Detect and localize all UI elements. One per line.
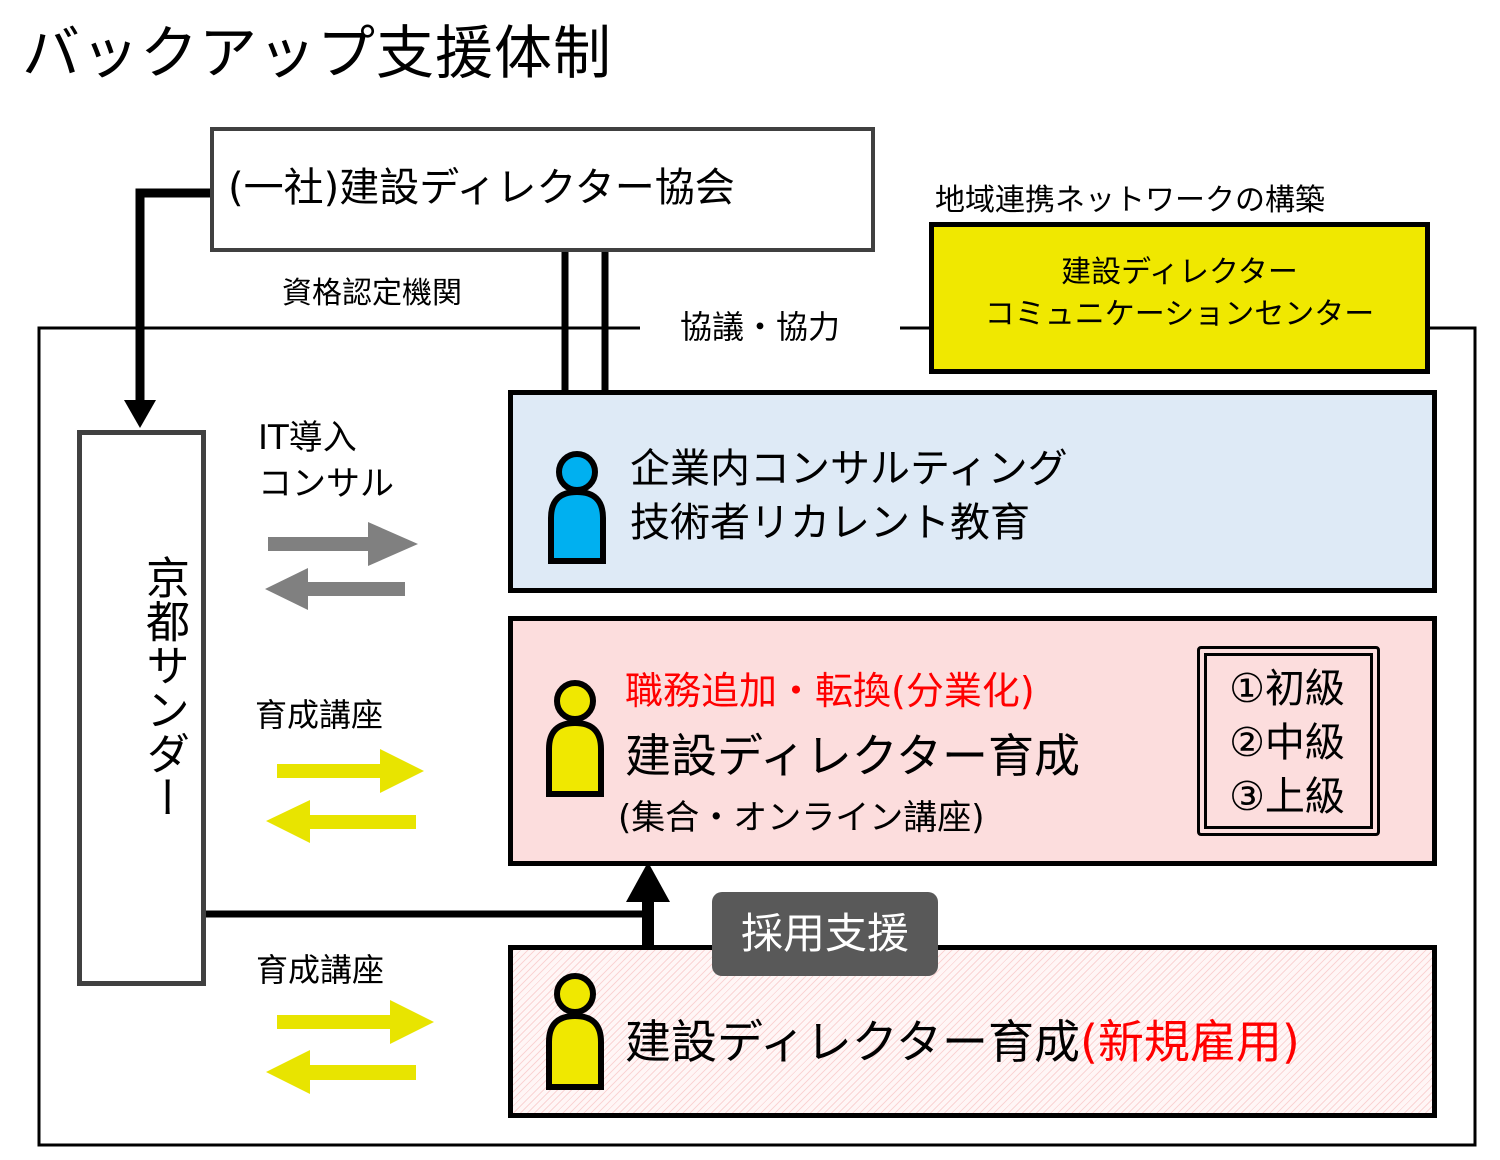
level-item: ③上級 [1229, 774, 1345, 820]
program-role-shift-text: 職務追加・転換(分業化) [625, 669, 1035, 713]
arrow-up-icon [626, 862, 670, 902]
person-icon-yellow [546, 680, 604, 797]
person-icon-yellow [546, 973, 604, 1090]
arrow-left-yellow-icon [266, 800, 416, 843]
association-to-provider-line [135, 188, 212, 400]
level-item: ②中級 [1229, 720, 1345, 766]
certification-label: 資格認定機関 [282, 276, 462, 311]
provider-box [77, 430, 206, 986]
communication-center-line1: 建設ディレクター [1061, 255, 1298, 290]
association-box [210, 127, 875, 252]
levels-list: ①初級 ②中級 ③上級 [1207, 662, 1367, 824]
arrow-right-gray-icon [268, 522, 418, 566]
program-director-training-title: 建設ディレクター育成 [625, 729, 1080, 783]
flow-label-training-1: 育成講座 [255, 696, 384, 734]
flow-label-it: IT導入 コンサル [258, 415, 394, 507]
levels-inner-border [1204, 653, 1373, 829]
recruit-support-badge: 採用支援 [712, 892, 938, 976]
flow-label-it-line2: コンサル [258, 464, 394, 504]
program-box-consulting [508, 390, 1437, 593]
program-consulting-line1: 企業内コンサルティング [630, 446, 1068, 492]
consultation-label: 協議・協力 [662, 302, 859, 348]
arrow-right-yellow-icon [277, 1000, 434, 1044]
diagram-title: バックアップ支援体制 [22, 19, 613, 87]
program-consulting-line2: 技術者リカレント教育 [630, 500, 1030, 546]
level-item: ①初級 [1229, 666, 1345, 712]
program-new-hire-suffix: (新規雇用) [1079, 1015, 1300, 1069]
communication-center-text: 建設ディレクター コミュニケーションセンター [934, 252, 1425, 336]
arrow-down-icon [124, 400, 156, 428]
flow-label-it-line1: IT導入 [258, 418, 357, 458]
network-label: 地域連携ネットワークの構築 [935, 183, 1325, 218]
arrow-right-yellow-icon [277, 749, 424, 793]
program-new-hire-text: 建設ディレクター育成(新規雇用) [625, 1006, 1300, 1072]
flow-label-training-2: 育成講座 [256, 951, 385, 989]
program-consulting-text: 企業内コンサルティング 技術者リカレント教育 [630, 442, 1068, 550]
person-icon-blue [548, 451, 606, 564]
association-name: (一社)建設ディレクター協会 [228, 165, 735, 211]
communication-center-box [929, 222, 1430, 374]
communication-center-line2: コミュニケーションセンター [984, 297, 1375, 332]
levels-box [1197, 646, 1380, 836]
program-new-hire-title: 建設ディレクター育成 [625, 1015, 1080, 1069]
program-director-training-format: (集合・オンライン講座) [618, 798, 985, 838]
provider-name: 京都サンダー [138, 555, 189, 819]
program-box-new-hire [508, 945, 1437, 1118]
arrow-left-gray-icon [265, 568, 405, 610]
program-box-director-training [508, 616, 1437, 866]
arrow-left-yellow-icon [266, 1050, 416, 1094]
